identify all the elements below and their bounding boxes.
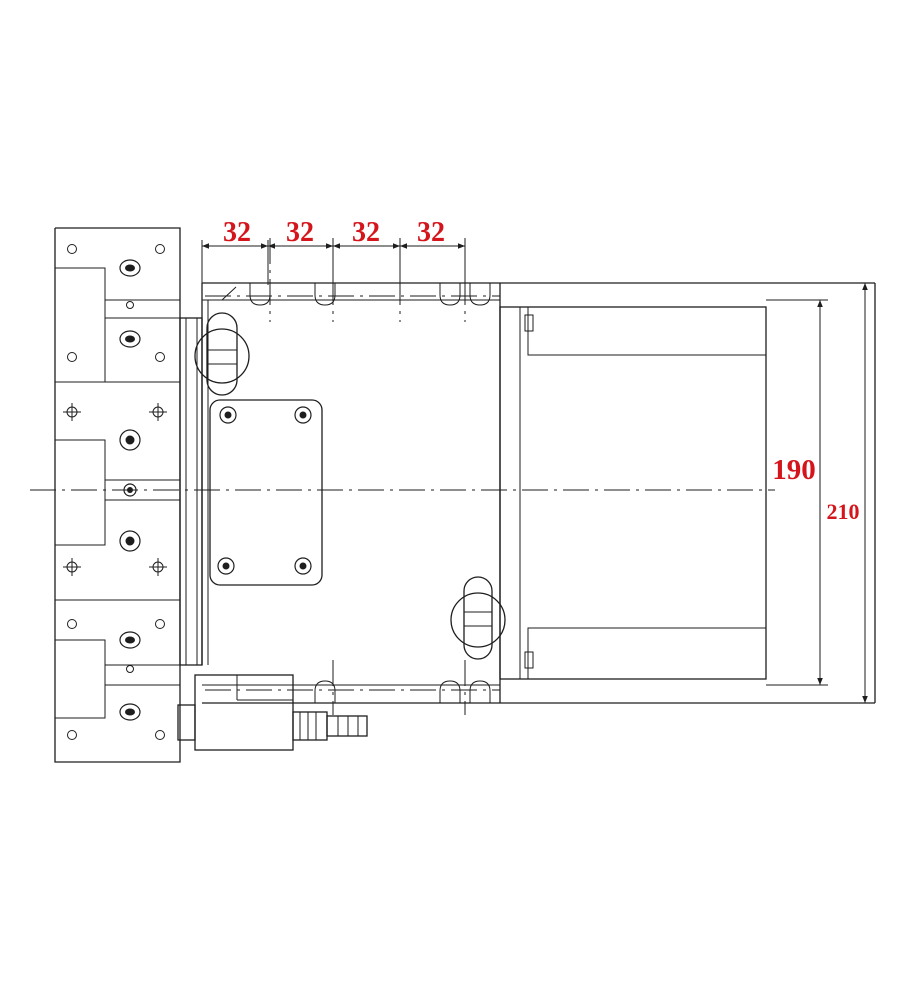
inner-plate bbox=[209, 399, 323, 586]
clamp-handle-bottom bbox=[450, 576, 506, 660]
outer-height-dimension: 210 bbox=[827, 282, 875, 704]
pitch-label-4: 32 bbox=[417, 217, 445, 248]
pitch-label-1: 32 bbox=[223, 217, 251, 248]
clamp-handle-top bbox=[194, 312, 250, 396]
main-body bbox=[202, 282, 876, 704]
pitch-label-2: 32 bbox=[286, 217, 314, 248]
mounting-plate bbox=[54, 227, 181, 763]
right-housing bbox=[499, 306, 767, 680]
outer-height-label: 210 bbox=[827, 499, 860, 524]
inner-height-dimension: 190 bbox=[766, 299, 828, 686]
flange-strips bbox=[179, 283, 209, 666]
center-lines bbox=[30, 238, 775, 715]
pitch-dimensions: 32 32 32 32 bbox=[201, 217, 466, 285]
pitch-label-3: 32 bbox=[352, 217, 380, 248]
valve-assembly bbox=[177, 674, 368, 751]
inner-height-label: 190 bbox=[772, 454, 816, 486]
